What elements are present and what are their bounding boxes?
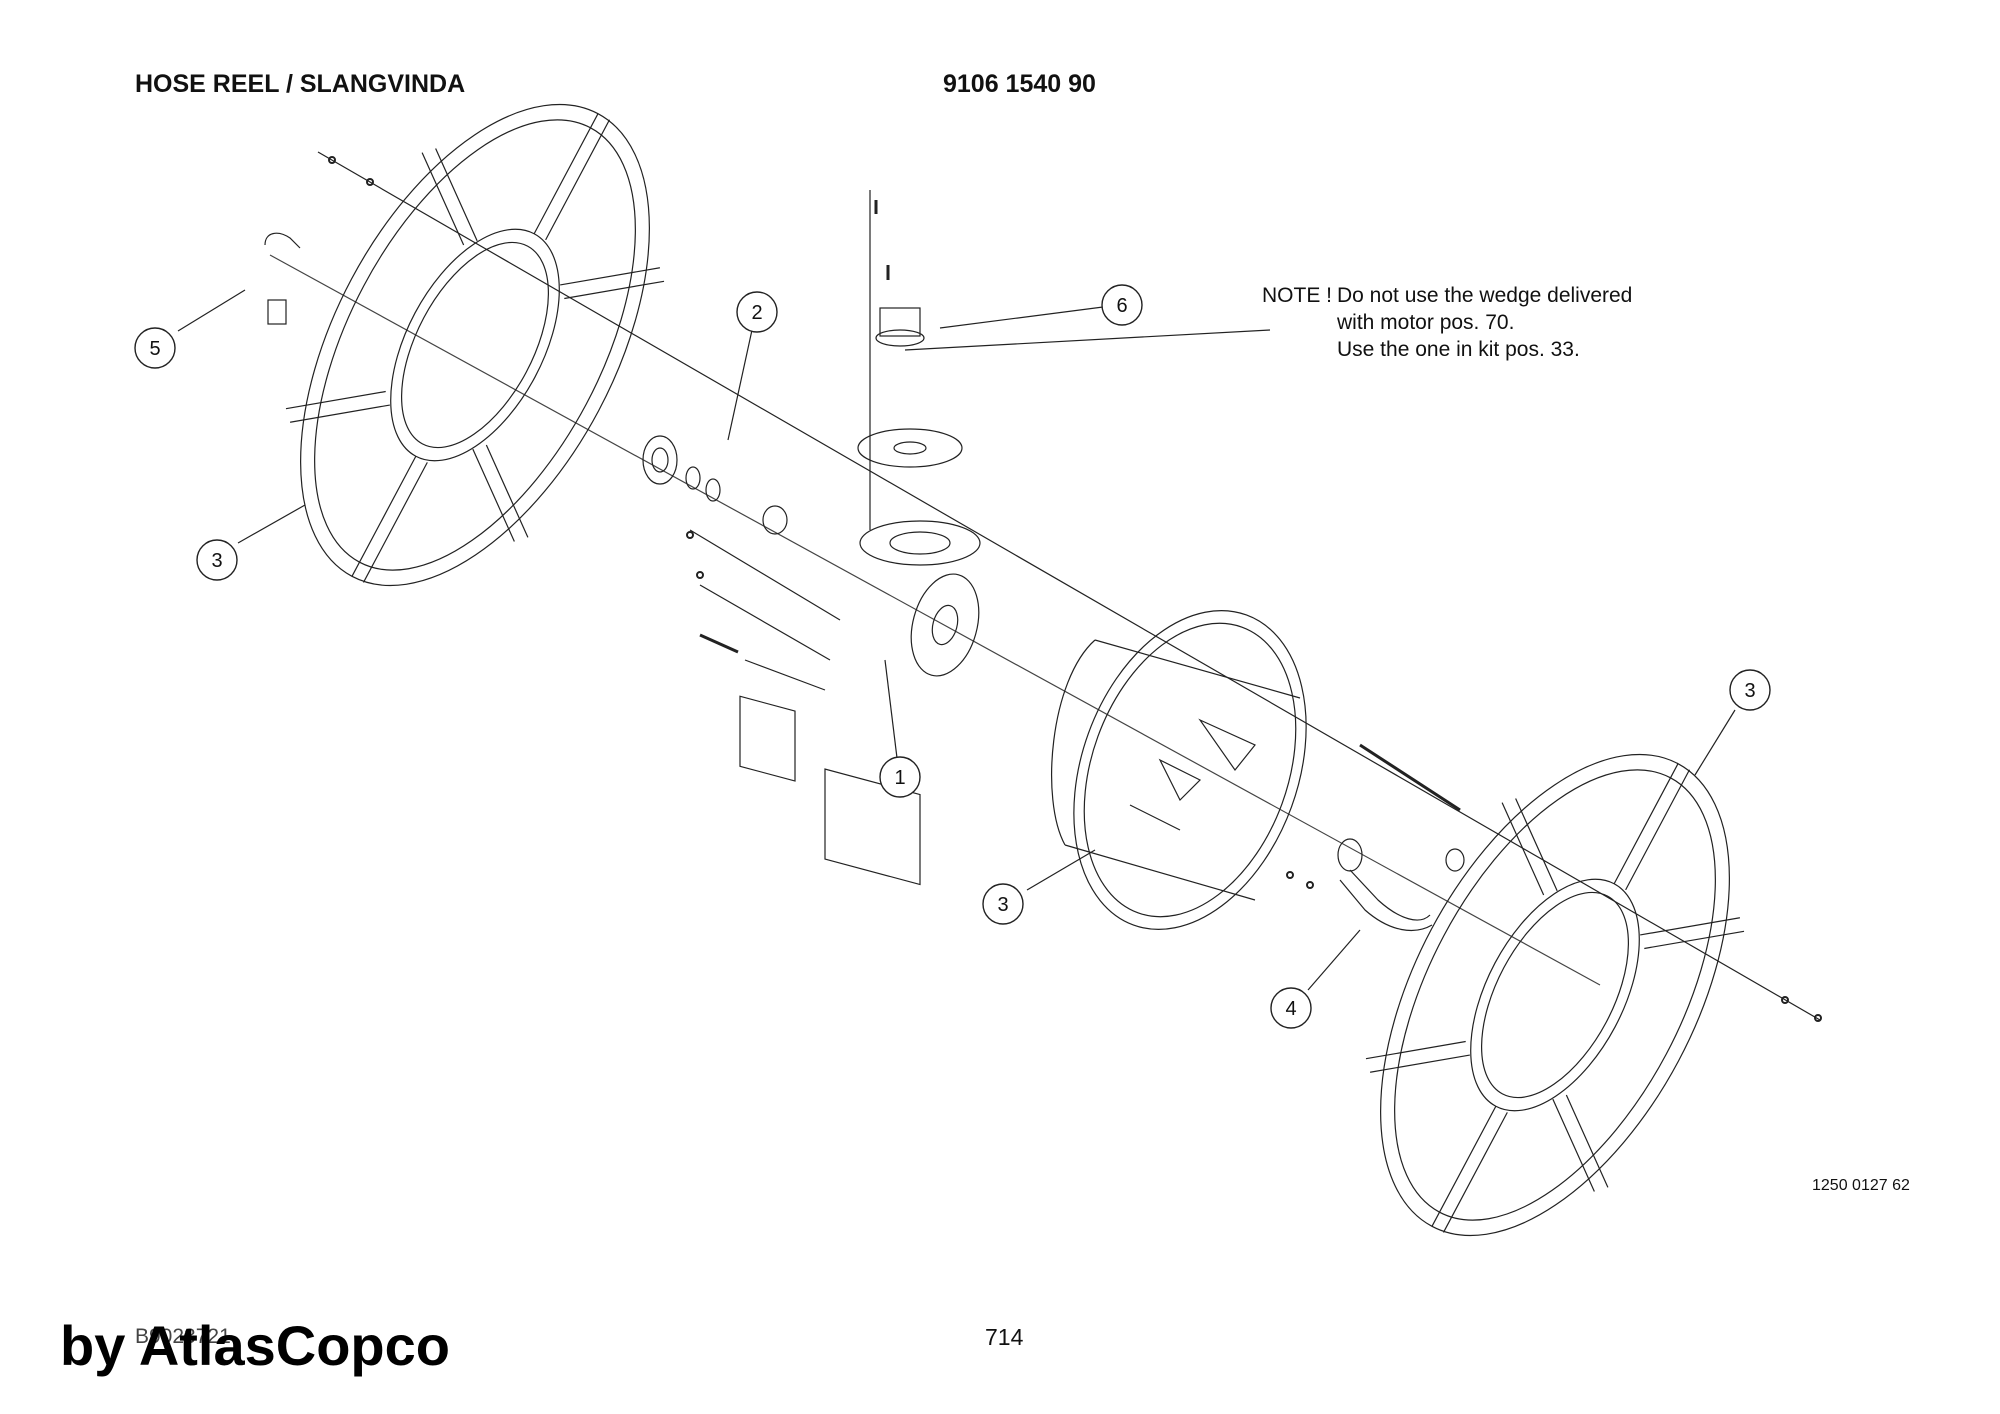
svg-text:3: 3 [1744,680,1755,702]
note-line-1: Do not use the wedge delivered [1337,284,1633,307]
svg-text:2: 2 [751,302,762,324]
left-reel-wheel [285,103,665,587]
left-fitting [264,232,301,325]
reel-drum [1051,610,1307,930]
part-number: 9106 1540 90 [943,70,1096,98]
svg-text:3: 3 [211,550,222,572]
brand-watermark: by AtlasCopco [60,1314,450,1377]
document-reference: B9023721 [135,1325,231,1348]
fasteners [328,156,1822,1022]
svg-text:5: 5 [149,338,160,360]
assembly-note: NOTE !Do not use the wedge delivered wit… [1262,282,1632,363]
callout-3-drum: 3 [982,883,1024,925]
secondary-axis-line [269,254,1601,986]
right-reel-wheel [1365,753,1745,1237]
callout-3-right-wheel: 3 [1729,669,1771,711]
gearbox-axis-line-2 [699,584,831,661]
callout-5: 5 [134,327,176,369]
drawing-number: 1250 0127 62 [1812,1177,1910,1194]
svg-text:3: 3 [997,894,1008,916]
flange-plate [857,428,963,468]
bolt-axis-line [744,659,826,691]
callout-6: 6 [1101,284,1143,326]
callout-1: 1 [879,756,921,798]
svg-text:4: 4 [1285,998,1296,1020]
diagram-title: HOSE REEL / SLANGVINDA [135,70,466,98]
swivel-pipe [1337,743,1465,932]
svg-text:6: 6 [1116,295,1127,317]
note-line-2: with motor pos. 70. [1337,311,1515,334]
callout-4: 4 [1270,987,1312,1029]
callout-leaders [177,289,1736,991]
svg-text:1: 1 [894,767,905,789]
page-number: 714 [985,1324,1024,1350]
callout-3-left-wheel: 3 [196,539,238,581]
motor-unit [874,200,925,347]
gearbox-axis-line [689,529,841,621]
callout-2: 2 [736,291,778,333]
note-line-3: Use the one in kit pos. 33. [1337,338,1580,361]
note-label: NOTE ! [1262,284,1333,307]
main-axis-line [317,151,1821,1021]
note-leader-line [904,329,1271,351]
gearbox-assembly [642,435,981,886]
